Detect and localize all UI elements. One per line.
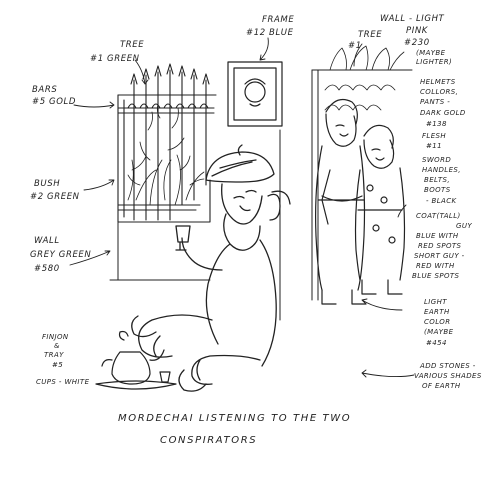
label-wall-green: WALL bbox=[34, 236, 60, 246]
label-sword-5: - BLACK bbox=[426, 197, 458, 205]
label-earth-2: EARTH bbox=[424, 308, 450, 316]
label-cups: CUPS - WHITE bbox=[36, 378, 90, 386]
label-wall-pink-code: #230 bbox=[404, 38, 430, 48]
label-tree-left: TREE bbox=[120, 40, 144, 50]
right-tree-drawing bbox=[324, 45, 405, 111]
label-stones-2: VARIOUS SHADES bbox=[414, 372, 482, 380]
label-wall-pink-note: (MAYBE bbox=[416, 49, 446, 57]
label-coat-2: GUY bbox=[456, 222, 472, 230]
label-finjon-4: #5 bbox=[52, 361, 63, 369]
label-finjon-3: TRAY bbox=[44, 351, 64, 359]
label-frame-code: #12 BLUE bbox=[246, 28, 294, 38]
label-helmets-4: DARK GOLD bbox=[420, 109, 466, 117]
label-earth-1: LIGHT bbox=[424, 298, 447, 306]
label-tree-right: TREE bbox=[358, 30, 382, 40]
label-helmets-3: PANTS - bbox=[420, 98, 450, 106]
label-tree-left-code: #1 GREEN bbox=[90, 54, 140, 64]
label-wall-pink-2: PINK bbox=[406, 26, 429, 36]
label-flesh-code: #11 bbox=[426, 142, 442, 150]
color-notes: TREE #1 GREEN FRAME #12 BLUE WALL - LIGH… bbox=[30, 14, 482, 390]
label-sword-2: HANDLES, bbox=[422, 166, 461, 174]
label-arrows bbox=[69, 37, 415, 378]
label-helmets-2: COLLORS, bbox=[420, 88, 458, 96]
label-bush-code: #2 GREEN bbox=[30, 192, 80, 202]
label-flesh: FLESH bbox=[422, 132, 446, 140]
label-sword-4: BOOTS bbox=[424, 186, 451, 194]
caption-line-1: MORDECHAI LISTENING TO THE TWO bbox=[118, 413, 351, 424]
label-bush: BUSH bbox=[34, 179, 60, 189]
label-coat-6: RED WITH bbox=[416, 262, 455, 270]
label-coat-4: RED SPOTS bbox=[418, 242, 462, 250]
label-coat-3: BLUE WITH bbox=[416, 232, 459, 240]
label-bars-code: #5 GOLD bbox=[32, 97, 76, 107]
label-coat-1: COAT(TALL) bbox=[416, 212, 461, 220]
caption-line-2: CONSPIRATORS bbox=[160, 435, 257, 446]
label-tree-right-code: #1 bbox=[348, 41, 362, 51]
label-earth-3: COLOR bbox=[424, 318, 450, 326]
label-helmets-5: #138 bbox=[426, 120, 447, 128]
right-wall-drawing bbox=[279, 69, 413, 321]
label-sword-3: BELTS, bbox=[424, 176, 450, 184]
mordechai-figure-drawing bbox=[131, 144, 291, 392]
short-guard-drawing bbox=[354, 124, 406, 295]
label-wall-pink-note-2: LIGHTER) bbox=[416, 58, 452, 66]
label-wall-green-2: GREY GREEN bbox=[30, 250, 91, 260]
label-earth-5: #454 bbox=[426, 339, 447, 347]
label-helmets-1: HELMETS bbox=[420, 78, 456, 86]
label-finjon-2: & bbox=[54, 342, 60, 350]
window-bars-drawing bbox=[117, 63, 217, 223]
label-earth-4: (MAYBE bbox=[424, 328, 454, 336]
finjon-tray-drawing bbox=[95, 330, 177, 390]
label-coat-7: BLUE SPOTS bbox=[412, 272, 460, 280]
label-frame: FRAME bbox=[262, 15, 294, 25]
wall-line bbox=[109, 221, 211, 281]
label-sword-1: SWORD bbox=[422, 156, 451, 164]
wall-frame-drawing bbox=[227, 61, 283, 127]
label-bars: BARS bbox=[32, 85, 57, 95]
label-stones-1: ADD STONES - bbox=[419, 362, 476, 370]
label-coat-5: SHORT GUY - bbox=[414, 252, 465, 260]
bush-leaves-drawing bbox=[127, 103, 205, 206]
label-wall-green-code: #580 bbox=[34, 264, 60, 274]
label-stones-3: OF EARTH bbox=[422, 382, 461, 390]
label-wall-pink: WALL - LIGHT bbox=[380, 14, 445, 24]
label-finjon-1: FINJON bbox=[42, 333, 69, 341]
caption: MORDECHAI LISTENING TO THE TWO CONSPIRAT… bbox=[118, 413, 351, 446]
